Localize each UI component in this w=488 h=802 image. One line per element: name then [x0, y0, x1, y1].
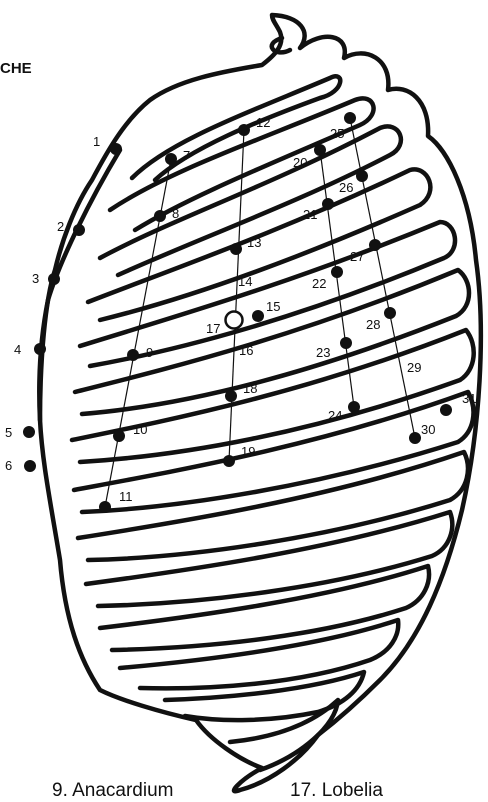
acupoint-dot-9 [127, 349, 139, 361]
acupoint-dot-22 [331, 266, 343, 278]
acupoint-label-15: 15 [266, 299, 280, 314]
acupoint-dot-7 [165, 153, 177, 165]
acupoint-6: 6 [5, 458, 36, 473]
acupoint-dot-28 [384, 307, 396, 319]
acupoint-dot-12 [238, 124, 250, 136]
acupoint-label-13: 13 [247, 235, 261, 250]
acupoint-dot-31 [440, 404, 452, 416]
acupoint-label-31: 31 [462, 391, 476, 406]
acupoint-label-7: 7 [183, 148, 190, 163]
acupoint-16: 16 [239, 343, 253, 358]
acupoint-dot-19 [223, 455, 235, 467]
acupoint-24: 24 [328, 401, 360, 423]
acupoint-dot-30 [409, 432, 421, 444]
acupoint-label-8: 8 [172, 206, 179, 221]
acupoint-label-2: 2 [57, 219, 64, 234]
acupoint-5: 5 [5, 425, 35, 440]
acupoint-dot-3 [48, 273, 60, 285]
acupoint-label-16: 16 [239, 343, 253, 358]
acupoint-label-26: 26 [339, 180, 353, 195]
acupoint-10: 10 [113, 422, 147, 442]
meridian-line-25-30 [350, 118, 415, 438]
acupoint-label-22: 22 [312, 276, 326, 291]
acupoint-dot-6 [24, 460, 36, 472]
acupoint-label-3: 3 [32, 271, 39, 286]
acupoint-label-29: 29 [407, 360, 421, 375]
acupoint-label-11: 11 [119, 489, 133, 504]
acupoint-label-9: 9 [146, 345, 153, 360]
acupoint-label-30: 30 [421, 422, 435, 437]
rib-13 [120, 620, 398, 688]
acupoint-dot-5 [23, 426, 35, 438]
caption-lobelia: 17. Lobelia [290, 780, 383, 802]
rib-12 [100, 566, 429, 650]
acupoint-dot-4 [34, 343, 46, 355]
acupoint-label-14: 14 [238, 274, 252, 289]
acupoint-label-23: 23 [316, 345, 330, 360]
acupoint-label-10: 10 [133, 422, 147, 437]
acupoint-label-21: 21 [303, 207, 317, 222]
ribcage-outline [39, 15, 481, 791]
acupoint-13: 13 [230, 235, 261, 255]
acupoint-label-18: 18 [243, 381, 257, 396]
acupoint-dot-1 [110, 143, 122, 155]
acupoint-dot-11 [99, 501, 111, 513]
acupoint-dot-23 [340, 337, 352, 349]
acupoint-label-1: 1 [93, 134, 100, 149]
acupoint-dot-10 [113, 430, 125, 442]
acupoint-dot-2 [73, 224, 85, 236]
acupoint-label-19: 19 [241, 444, 255, 459]
acupoint-29: 29 [407, 360, 421, 375]
acupoint-4: 4 [14, 342, 46, 357]
acupoint-dot-18 [225, 390, 237, 402]
acupoint-label-20: 20 [293, 155, 307, 170]
acupoint-dot-15 [252, 310, 264, 322]
acupoint-dot-24 [348, 401, 360, 413]
ribcage-outer-contour [40, 15, 481, 791]
acupoint-label-12: 12 [256, 115, 270, 130]
acupoint-dot-26 [356, 170, 368, 182]
acupoint-label-6: 6 [5, 458, 12, 473]
acupoint-label-25: 25 [330, 126, 344, 141]
acupoint-dot-13 [230, 243, 242, 255]
acupoint-dot-27 [369, 239, 381, 251]
outer-left-edge [39, 150, 120, 420]
acupoint-9: 9 [127, 345, 153, 361]
acupoint-label-24: 24 [328, 408, 342, 423]
acupoint-label-28: 28 [366, 317, 380, 332]
caption-anacardium: 9. Anacardium [52, 780, 173, 802]
acupoint-dot-8 [154, 210, 166, 222]
acupoint-ring-17 [226, 312, 243, 329]
acupoint-label-4: 4 [14, 342, 21, 357]
acupoint-dot-20 [314, 144, 326, 156]
acupoint-dot-21 [322, 198, 334, 210]
rib-10 [78, 452, 468, 560]
acupoint-label-5: 5 [5, 425, 12, 440]
acupoint-14: 14 [238, 274, 252, 289]
acupoint-label-27: 27 [350, 249, 364, 264]
acupoint-dot-25 [344, 112, 356, 124]
acupoint-label-17: 17 [206, 321, 220, 336]
